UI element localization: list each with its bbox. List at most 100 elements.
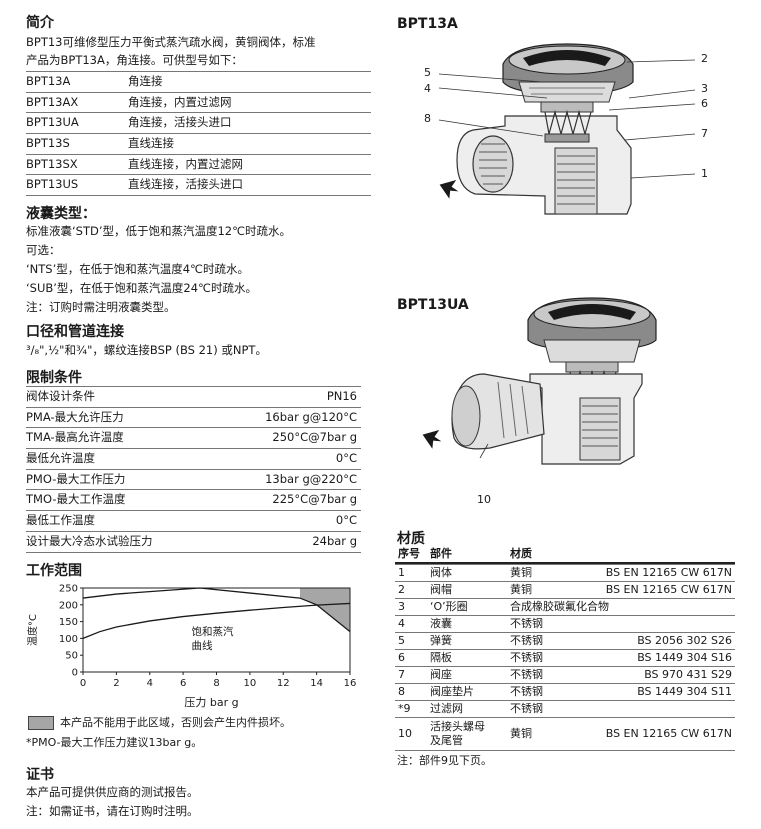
y-axis-label: 温度°C (26, 614, 39, 646)
intro-line-1: BPT13可维修型压力平衡式蒸汽疏水阀，黄铜阀体，标准 (26, 35, 316, 49)
part-standard (602, 701, 735, 717)
curve-label: 曲线 (191, 639, 212, 652)
part-standard (602, 616, 735, 632)
part-standard: BS EN 12165 CW 617N (605, 727, 732, 740)
y-tick-label: 100 (59, 634, 78, 645)
limit-value: 0°C (335, 513, 357, 528)
col-no: 序号 (398, 547, 420, 560)
model-row: BPT13UA 角连接，活接头进口 (26, 112, 371, 133)
capsule-line: ‘NTS’型，在低于饱和蒸汽温度4℃时疏水。 (26, 262, 249, 276)
capsule-line: 标准液囊‘STD’型，低于饱和蒸汽温度12℃时疏水。 (26, 224, 292, 238)
x-tick-label: 14 (310, 678, 323, 689)
callout-1: 1 (701, 167, 708, 180)
model-desc: 角连接，活接头进口 (128, 115, 232, 130)
y-tick-label: 0 (72, 668, 78, 679)
limit-value: 24bar g (312, 533, 357, 548)
part-name: 隔板 (430, 651, 452, 664)
limit-value: 0°C (335, 451, 357, 466)
materials-row: 3‘O’形圈合成橡胶碳氟化合物 (395, 598, 735, 615)
model-code: BPT13UA (26, 115, 79, 130)
part-material: 合成橡胶碳氟化合物 (510, 600, 609, 613)
model-desc: 角连接，内置过滤网 (128, 94, 232, 109)
certificate-line: 注：如需证书，请在订购时注明。 (26, 804, 199, 818)
part-material: 黄铜 (510, 566, 532, 579)
limit-label: TMA-最高允许温度 (26, 430, 124, 445)
limit-value: PN16 (326, 389, 357, 403)
part-name-line-1: 活接头螺母 (430, 720, 485, 733)
part-material: 不锈钢 (510, 668, 543, 681)
figure-title-bpt13ua: BPT13UA (397, 297, 469, 313)
part-standard: BS 1449 304 S16 (637, 651, 732, 664)
capsule-heading: 液囊类型： (26, 206, 96, 222)
limits-row: 阀体设计条件 PN16 (26, 386, 361, 407)
model-desc: 角连接 (128, 74, 163, 88)
limit-value: 250°C@7bar g (272, 430, 357, 445)
callout-4: 4 (424, 82, 431, 95)
region-legend-swatch (28, 716, 54, 730)
limit-value: 225°C@7bar g (272, 492, 357, 507)
intro-text: BPT13可维修型压力平衡式蒸汽疏水阀，黄铜阀体，标准 产品为BPT13A，角连… (26, 33, 371, 69)
curve-label-box (188, 620, 249, 653)
part-material: 不锈钢 (510, 634, 543, 647)
capsule-line: 可选： (26, 243, 61, 257)
part-no: 2 (398, 583, 405, 596)
x-tick-label: 10 (244, 678, 257, 689)
part-material: 不锈钢 (510, 685, 543, 698)
x-tick-label: 2 (113, 678, 119, 689)
upper-limit-line (82, 587, 351, 633)
callout-8: 8 (424, 112, 431, 125)
x-tick-label: 6 (180, 678, 186, 689)
pmo-footnote: *PMO-最大工作压力建议13bar g。 (26, 736, 203, 749)
materials-note: 注：部件9见下页。 (397, 754, 492, 767)
part-no: *9 (398, 702, 411, 715)
part-no: 10 (398, 727, 412, 740)
part-name: 阀座垫片 (430, 685, 474, 698)
connections-heading: 口径和管道连接 (26, 324, 124, 340)
part-no: 5 (398, 634, 405, 647)
materials-row: 10 活接头螺母 及尾管 黄铜 BS EN 12165 CW 617N (395, 717, 735, 751)
part-standard: BS 1449 304 S11 (637, 685, 732, 698)
limit-label: 阀体设计条件 (26, 389, 95, 403)
part-standard (690, 599, 735, 615)
certificate-text: 本产品可提供供应商的测试报告。 注：如需证书，请在订购时注明。 (26, 783, 199, 821)
part-name: 阀帽 (430, 583, 452, 596)
figure-title-bpt13a: BPT13A (397, 16, 458, 32)
materials-heading: 材质 (397, 531, 425, 547)
part-name: 阀体 (430, 566, 452, 579)
capsule-line: ‘SUB’型，在低于饱和蒸汽温度24℃时疏水。 (26, 281, 257, 295)
part-standard: BS 2056 302 S26 (637, 634, 732, 647)
part-material: 不锈钢 (510, 651, 543, 664)
capsule-line: 注：订购时需注明液囊类型。 (26, 300, 176, 314)
limit-label: 最低允许温度 (26, 451, 95, 466)
callout-2: 2 (701, 52, 708, 65)
part-material: 黄铜 (510, 583, 532, 596)
limit-label: PMA-最大允许压力 (26, 409, 124, 424)
x-tick-label: 12 (277, 678, 290, 689)
limits-row: TMA-最高允许温度 250°C@7bar g (26, 427, 361, 448)
x-axis-label: 压力 bar g (184, 696, 238, 709)
limits-row: TMO-最大工作温度 225°C@7bar g (26, 489, 361, 510)
limit-label: 最低工作温度 (26, 513, 95, 528)
part-material: 不锈钢 (510, 617, 543, 630)
limit-label: TMO-最大工作温度 (26, 492, 126, 507)
model-desc: 直线连接，活接头进口 (128, 177, 243, 192)
limits-row: 最低允许温度 0°C (26, 448, 361, 469)
x-tick-label: 16 (344, 678, 357, 689)
part-name: ‘O’形圈 (430, 600, 468, 613)
col-material: 材质 (510, 547, 532, 560)
y-tick-label: 200 (59, 600, 78, 611)
part-name: 活接头螺母 及尾管 (430, 718, 510, 750)
part-name: 液囊 (430, 617, 452, 630)
